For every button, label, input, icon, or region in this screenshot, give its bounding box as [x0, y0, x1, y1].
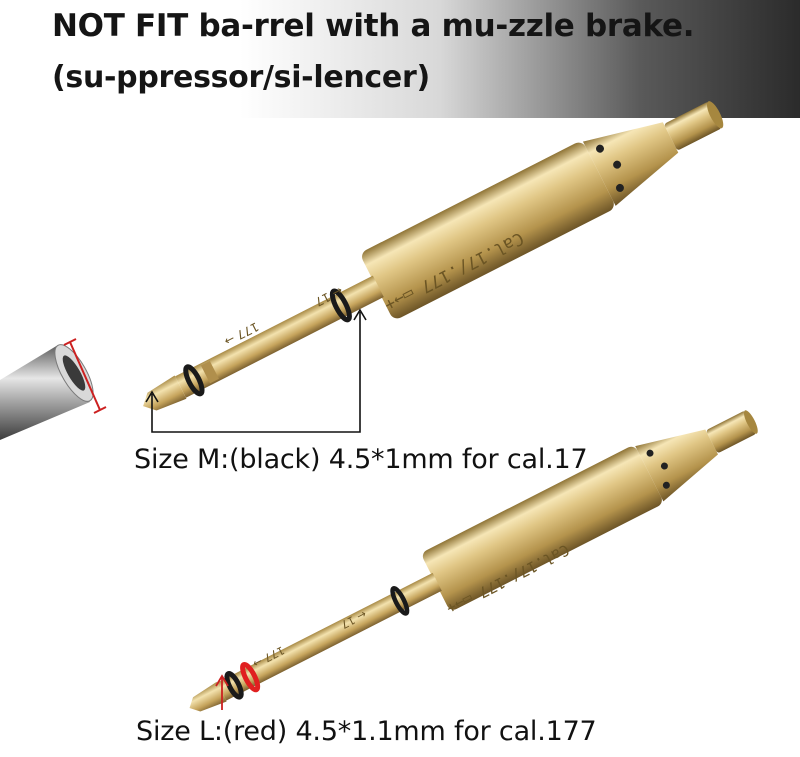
barrel	[0, 344, 94, 440]
body-hole	[613, 160, 622, 169]
size-m-caption: Size M:(black) 4.5*1mm for cal.17	[134, 444, 588, 475]
body-hole	[662, 481, 670, 489]
size-m-pointer	[145, 308, 367, 433]
laser-rod	[175, 275, 384, 398]
laser-front-cap	[664, 102, 721, 150]
laser-bore-sight-l	[189, 410, 758, 712]
oring-black-tip	[183, 364, 205, 397]
laser-tip	[189, 681, 227, 712]
size-l-pointer	[215, 674, 229, 710]
body-hole	[660, 462, 668, 470]
warning-subtitle: (su-ppressor/si-lencer)	[52, 60, 430, 95]
warning-title: NOT FIT ba-rrel with a mu-zzle brake.	[52, 8, 695, 44]
barrel-diameter-marker	[63, 338, 107, 414]
laser-bore-sight-m	[143, 101, 724, 411]
body-hole	[595, 144, 604, 153]
oring-black-rod	[390, 586, 410, 616]
laser-body	[422, 446, 662, 610]
oring-black-rod	[329, 288, 352, 323]
body-hole	[646, 449, 654, 457]
oring-red	[240, 661, 261, 693]
laser-neck	[635, 429, 719, 502]
laser-front-cap	[706, 411, 756, 453]
oring-black-tip	[224, 671, 244, 700]
laser-rod	[217, 572, 442, 701]
header-banner: NOT FIT ba-rrel with a mu-zzle brake. (s…	[0, 0, 800, 118]
laser-neck	[582, 122, 679, 206]
laser-tip	[143, 375, 187, 411]
laser-body	[362, 142, 614, 319]
body-hole	[615, 183, 624, 192]
size-l-caption: Size L:(red) 4.5*1.1mm for cal.177	[136, 716, 597, 747]
